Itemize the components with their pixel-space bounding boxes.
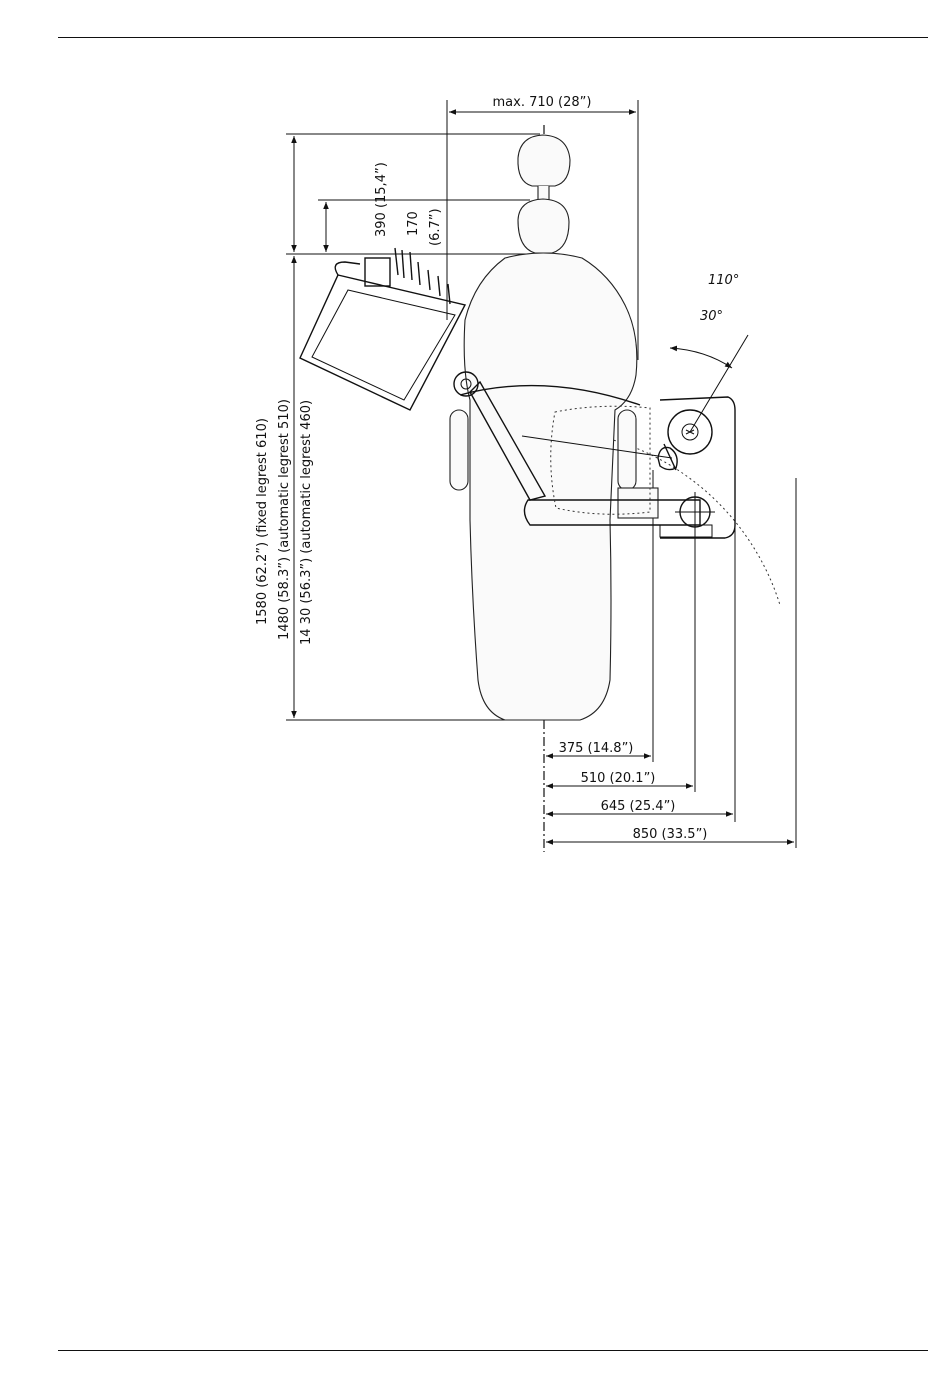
dental-chair (450, 135, 658, 720)
top-width-label: max. 710 (28”) (493, 95, 592, 110)
width-645-label: 645 (25.4”) (601, 799, 676, 814)
length-1430-label: 14 30 (56.3”) (automatic legrest 460) (299, 400, 314, 645)
head-170-label: 170 (406, 211, 421, 236)
width-510-label: 510 (20.1”) (581, 771, 656, 786)
width-375-label: 375 (14.8”) (559, 741, 634, 756)
angle-30-label: 30° (700, 309, 723, 324)
angle-30-ray (690, 335, 748, 432)
length-1580-label: 1580 (62.2”) (fixed legrest 610) (255, 418, 270, 625)
width-850-label: 850 (33.5”) (633, 827, 708, 842)
head-390-label: 390 (15,4”) (374, 162, 389, 237)
length-1480-label: 1480 (58.3”) (automatic legrest 510) (277, 399, 292, 640)
head-170-inch-label: (6.7”) (428, 208, 443, 246)
angle-110-label: 110° (708, 273, 739, 288)
angle-30-arc (670, 348, 732, 368)
